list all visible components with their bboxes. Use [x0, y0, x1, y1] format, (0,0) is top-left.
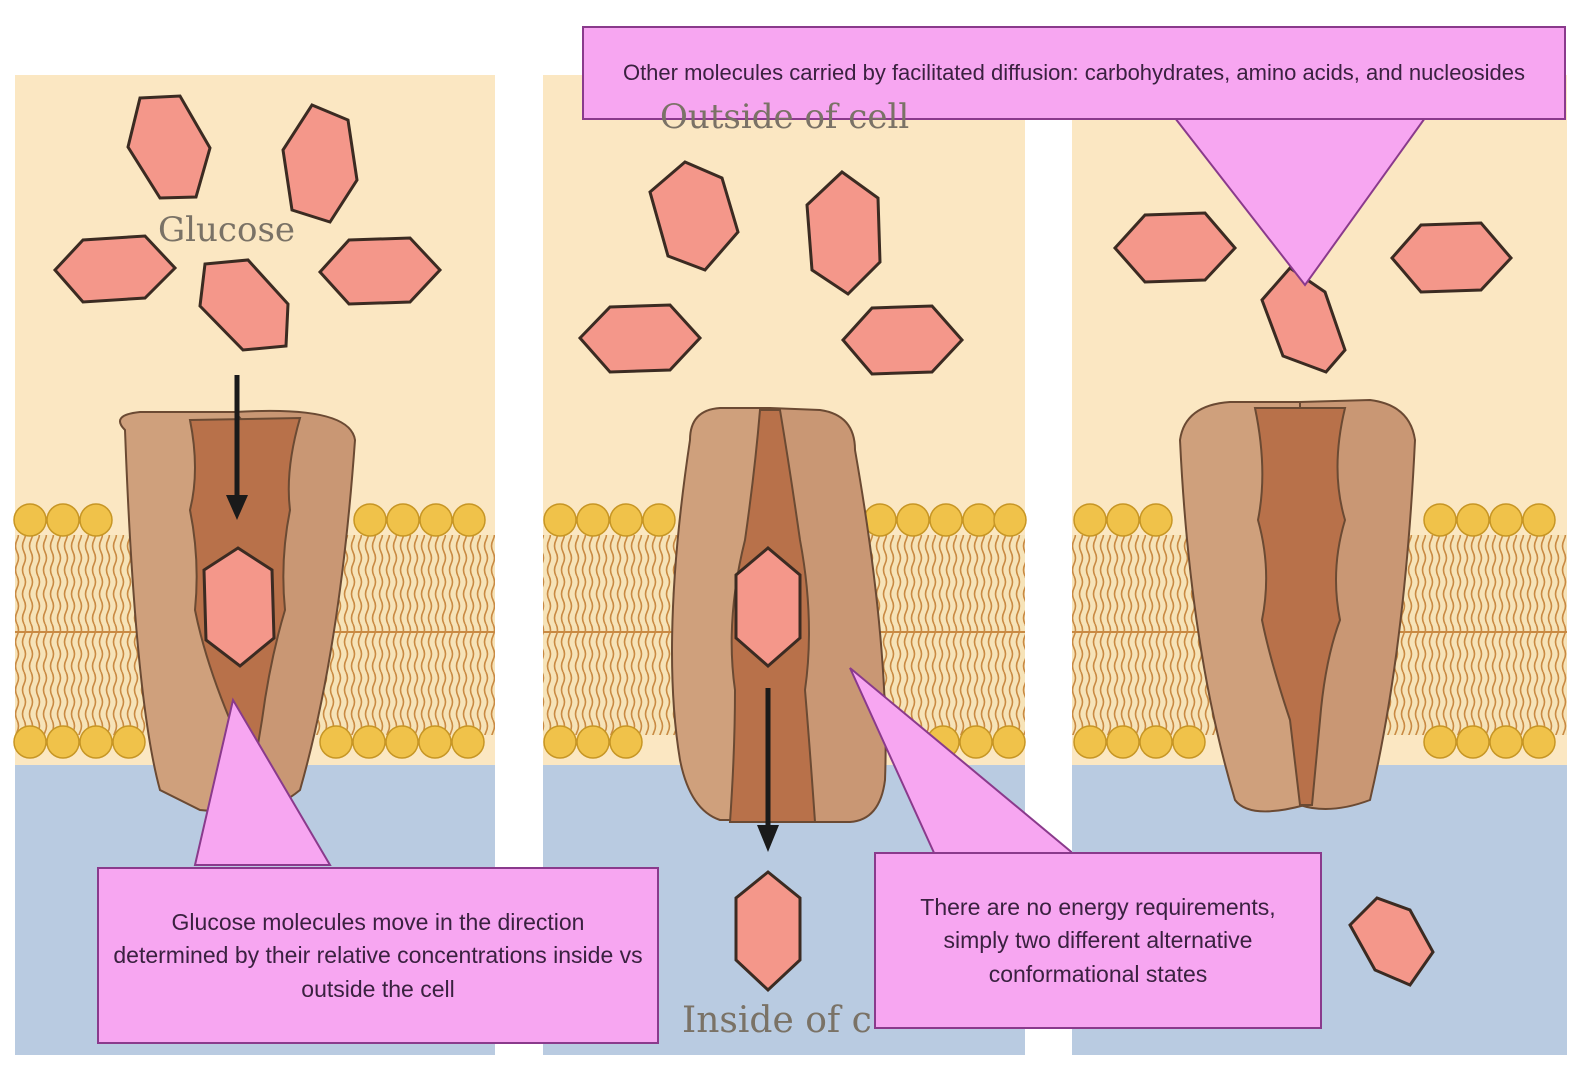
callout-direction: Glucose molecules move in the direction …: [112, 872, 644, 1040]
callout-other-molecules: Other molecules carried by facilitated d…: [593, 30, 1555, 116]
inside-of-cell-label: Inside of cell: [682, 1000, 872, 1050]
glucose-label: Glucose: [158, 210, 295, 250]
callout-energy: There are no energy requirements, simply…: [905, 858, 1291, 1024]
